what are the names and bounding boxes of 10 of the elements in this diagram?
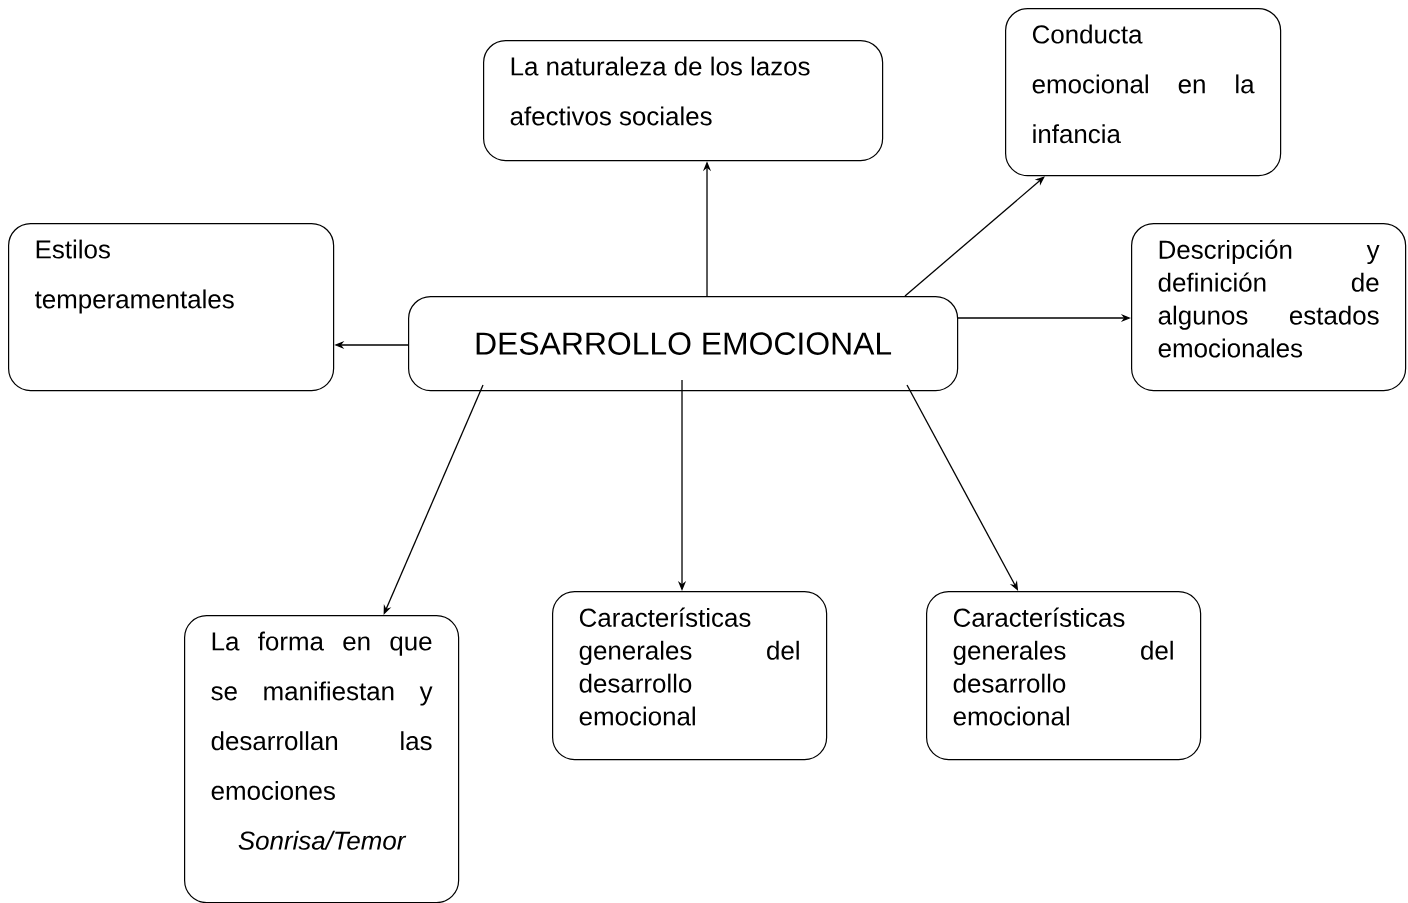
- arrow: [383, 384, 484, 615]
- central-topic-box: DESARROLLO EMOCIONAL: [408, 296, 959, 392]
- topic-box: Características generales del desarrollo emocional: [926, 591, 1202, 761]
- topic-box: La forma en que se manifiestan y desarrollan las emociones Sonrisa/Temor: [184, 615, 460, 903]
- topic-box: Estilos temperamentales: [8, 223, 335, 392]
- arrow: [904, 176, 1045, 297]
- topic-box: Características generales del desarrollo emocional: [552, 591, 828, 761]
- topic-box: La naturaleza de los lazos afectivos sociales: [483, 40, 884, 162]
- topic-box: Conducta emocional en la infancia: [1005, 8, 1282, 177]
- topic-box: Descripción y definición de algunos estados emocionales: [1131, 223, 1407, 392]
